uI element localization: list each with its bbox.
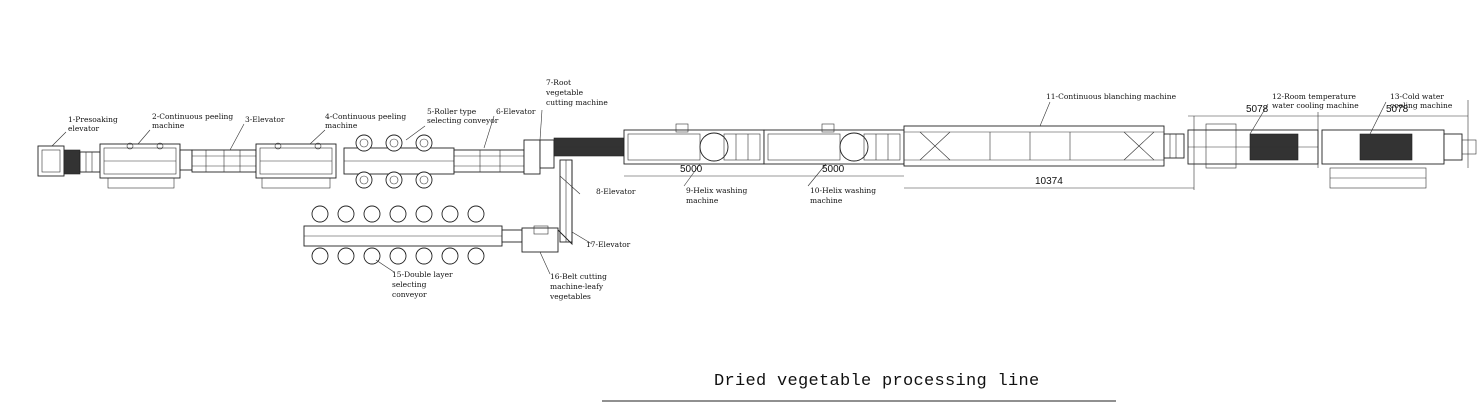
label-9a: 9-Helix washing [686,186,747,195]
peeling-machine-2 [99,142,193,189]
label-13b: cooling machine [1390,101,1453,110]
label-2a: 2-Continuous peeling [152,112,233,121]
label-5a: 5-Roller type [427,107,477,116]
label-4a: 4-Continuous peeling [325,112,406,121]
elevator-3 [191,149,257,173]
cold-water-cooling-machine [1321,129,1477,189]
label-16b: machine-leafy [550,282,604,291]
label-12a: 12-Room temperature [1272,92,1357,101]
label-10a: 10-Helix washing [810,186,876,195]
dim-5000-a: 5000 [680,164,703,175]
label-2b: machine [152,121,185,130]
root-vegetable-cutter [539,137,625,169]
leader-lines [51,101,1387,275]
label-15a: 15-Double layer [392,270,453,279]
label-4b: machine [325,121,358,130]
label-16c: vegetables [549,292,591,301]
dim-5078-a: 5078 [1246,104,1269,115]
helix-washer-9 [623,123,765,165]
label-1a: 1-Presoaking [68,115,118,124]
dimension-lines [624,100,1469,190]
label-9b: machine [686,196,719,205]
label-6: 6-Elevator [496,107,536,116]
dim-5078-b: 5078 [1386,104,1409,115]
double-layer-selecting-conveyor [303,205,523,265]
label-12b: water cooling machine [1272,101,1359,110]
label-7b: vegetable [545,88,584,97]
label-1b: elevator [68,124,100,133]
label-17: 17-Elevator [586,240,631,249]
belt-cutter-and-elevator-17 [521,160,573,253]
elevator-6 [453,139,541,175]
label-3: 3-Elevator [245,115,285,124]
blanching-machine [903,125,1185,167]
label-7c: cutting machine [546,98,608,107]
roller-selecting-conveyor [343,134,455,189]
presoaking-elevator [37,145,101,177]
elevator-8 [559,159,573,243]
label-10b: machine [810,196,843,205]
room-temp-cooling-machine [1187,123,1319,169]
label-8: 8-Elevator [596,187,636,196]
dim-5000-b: 5000 [822,164,845,175]
label-5b: selecting conveyor [427,116,499,125]
label-16a: 16-Belt cutting [550,272,607,281]
label-13a: 13-Cold water [1390,92,1444,101]
label-7a: 7-Root [546,78,571,87]
helix-washer-10 [763,123,905,165]
dim-10374: 10374 [1035,176,1063,187]
label-15c: conveyor [392,290,427,299]
peeling-machine-4 [255,142,337,189]
label-11: 11-Continuous blanching machine [1046,92,1177,101]
drawing-caption: Dried vegetable processing line [714,372,1040,391]
label-15b: selecting [392,280,427,289]
